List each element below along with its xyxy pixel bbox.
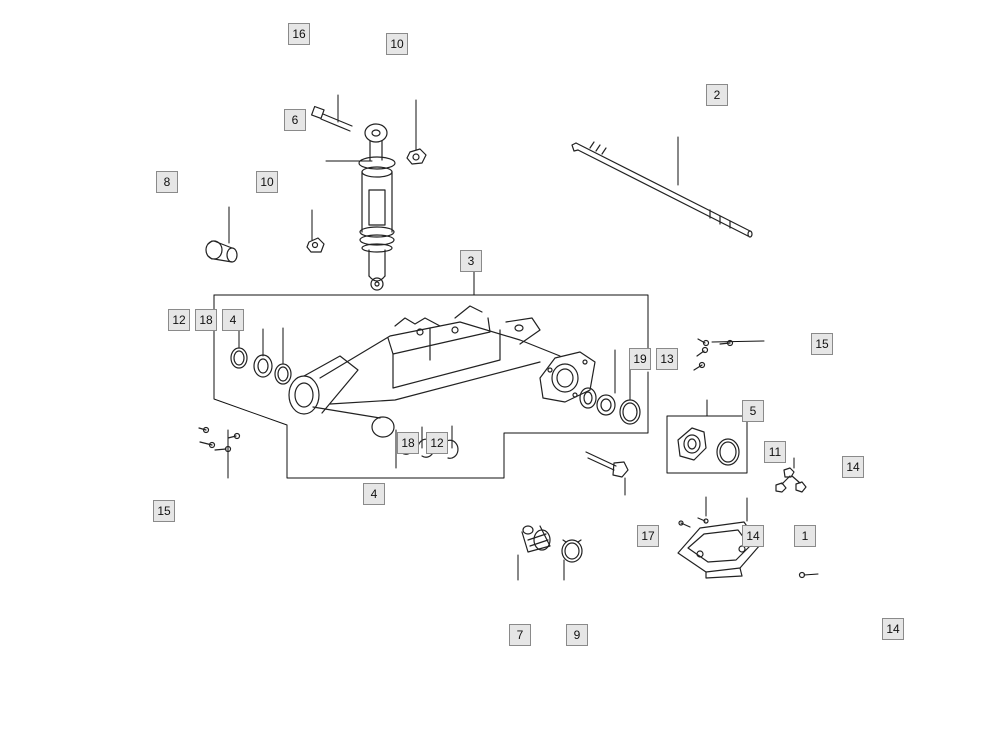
leader-lines: [213, 94, 819, 581]
callout-10-lower[interactable]: 10: [256, 171, 278, 193]
callout-14-right[interactable]: 14: [842, 456, 864, 478]
flange-and-oring: [677, 427, 740, 466]
callout-2[interactable]: 2: [706, 84, 728, 106]
callout-12-center[interactable]: 12: [426, 432, 448, 454]
long-bolt: [585, 451, 629, 478]
bolt-group-right: [693, 338, 734, 371]
callout-6[interactable]: 6: [284, 109, 306, 131]
callout-16[interactable]: 16: [288, 23, 310, 45]
callout-5[interactable]: 5: [742, 400, 764, 422]
bolt-group-left: [198, 426, 241, 453]
callout-8[interactable]: 8: [156, 171, 178, 193]
callout-7[interactable]: 7: [509, 624, 531, 646]
shock-nut: [306, 237, 325, 253]
callout-15-left[interactable]: 15: [153, 500, 175, 522]
clamp-ring: [561, 539, 583, 563]
callout-13[interactable]: 13: [656, 348, 678, 370]
callout-11[interactable]: 11: [764, 441, 786, 463]
rear-axle-shaft: [571, 141, 753, 238]
nut-cluster: [775, 467, 807, 493]
swingarm: [288, 305, 596, 438]
callout-18-center[interactable]: 18: [397, 432, 419, 454]
small-bolt: [798, 571, 806, 579]
callout-1[interactable]: 1: [794, 525, 816, 547]
callout-18-left[interactable]: 18: [195, 309, 217, 331]
callout-9[interactable]: 9: [566, 624, 588, 646]
callout-17[interactable]: 17: [637, 525, 659, 547]
callout-4-left[interactable]: 4: [222, 309, 244, 331]
rear-shock-absorber: [358, 123, 396, 291]
callout-12-left[interactable]: 12: [168, 309, 190, 331]
callout-15-right[interactable]: 15: [811, 333, 833, 355]
bolt-part: [310, 105, 353, 132]
callout-4-bottom[interactable]: 4: [363, 483, 385, 505]
callout-3[interactable]: 3: [460, 250, 482, 272]
rubber-boot: [521, 525, 551, 553]
callout-10[interactable]: 10: [386, 33, 408, 55]
shock-top-nut: [406, 148, 427, 165]
right-seal-bearing-set: [579, 387, 641, 425]
callout-19[interactable]: 19: [629, 348, 651, 370]
callout-14-bracket[interactable]: 14: [742, 525, 764, 547]
left-seal-bearing-set: [230, 347, 292, 385]
rubber-bushing: [205, 240, 238, 263]
callout-14-bottom[interactable]: 14: [882, 618, 904, 640]
